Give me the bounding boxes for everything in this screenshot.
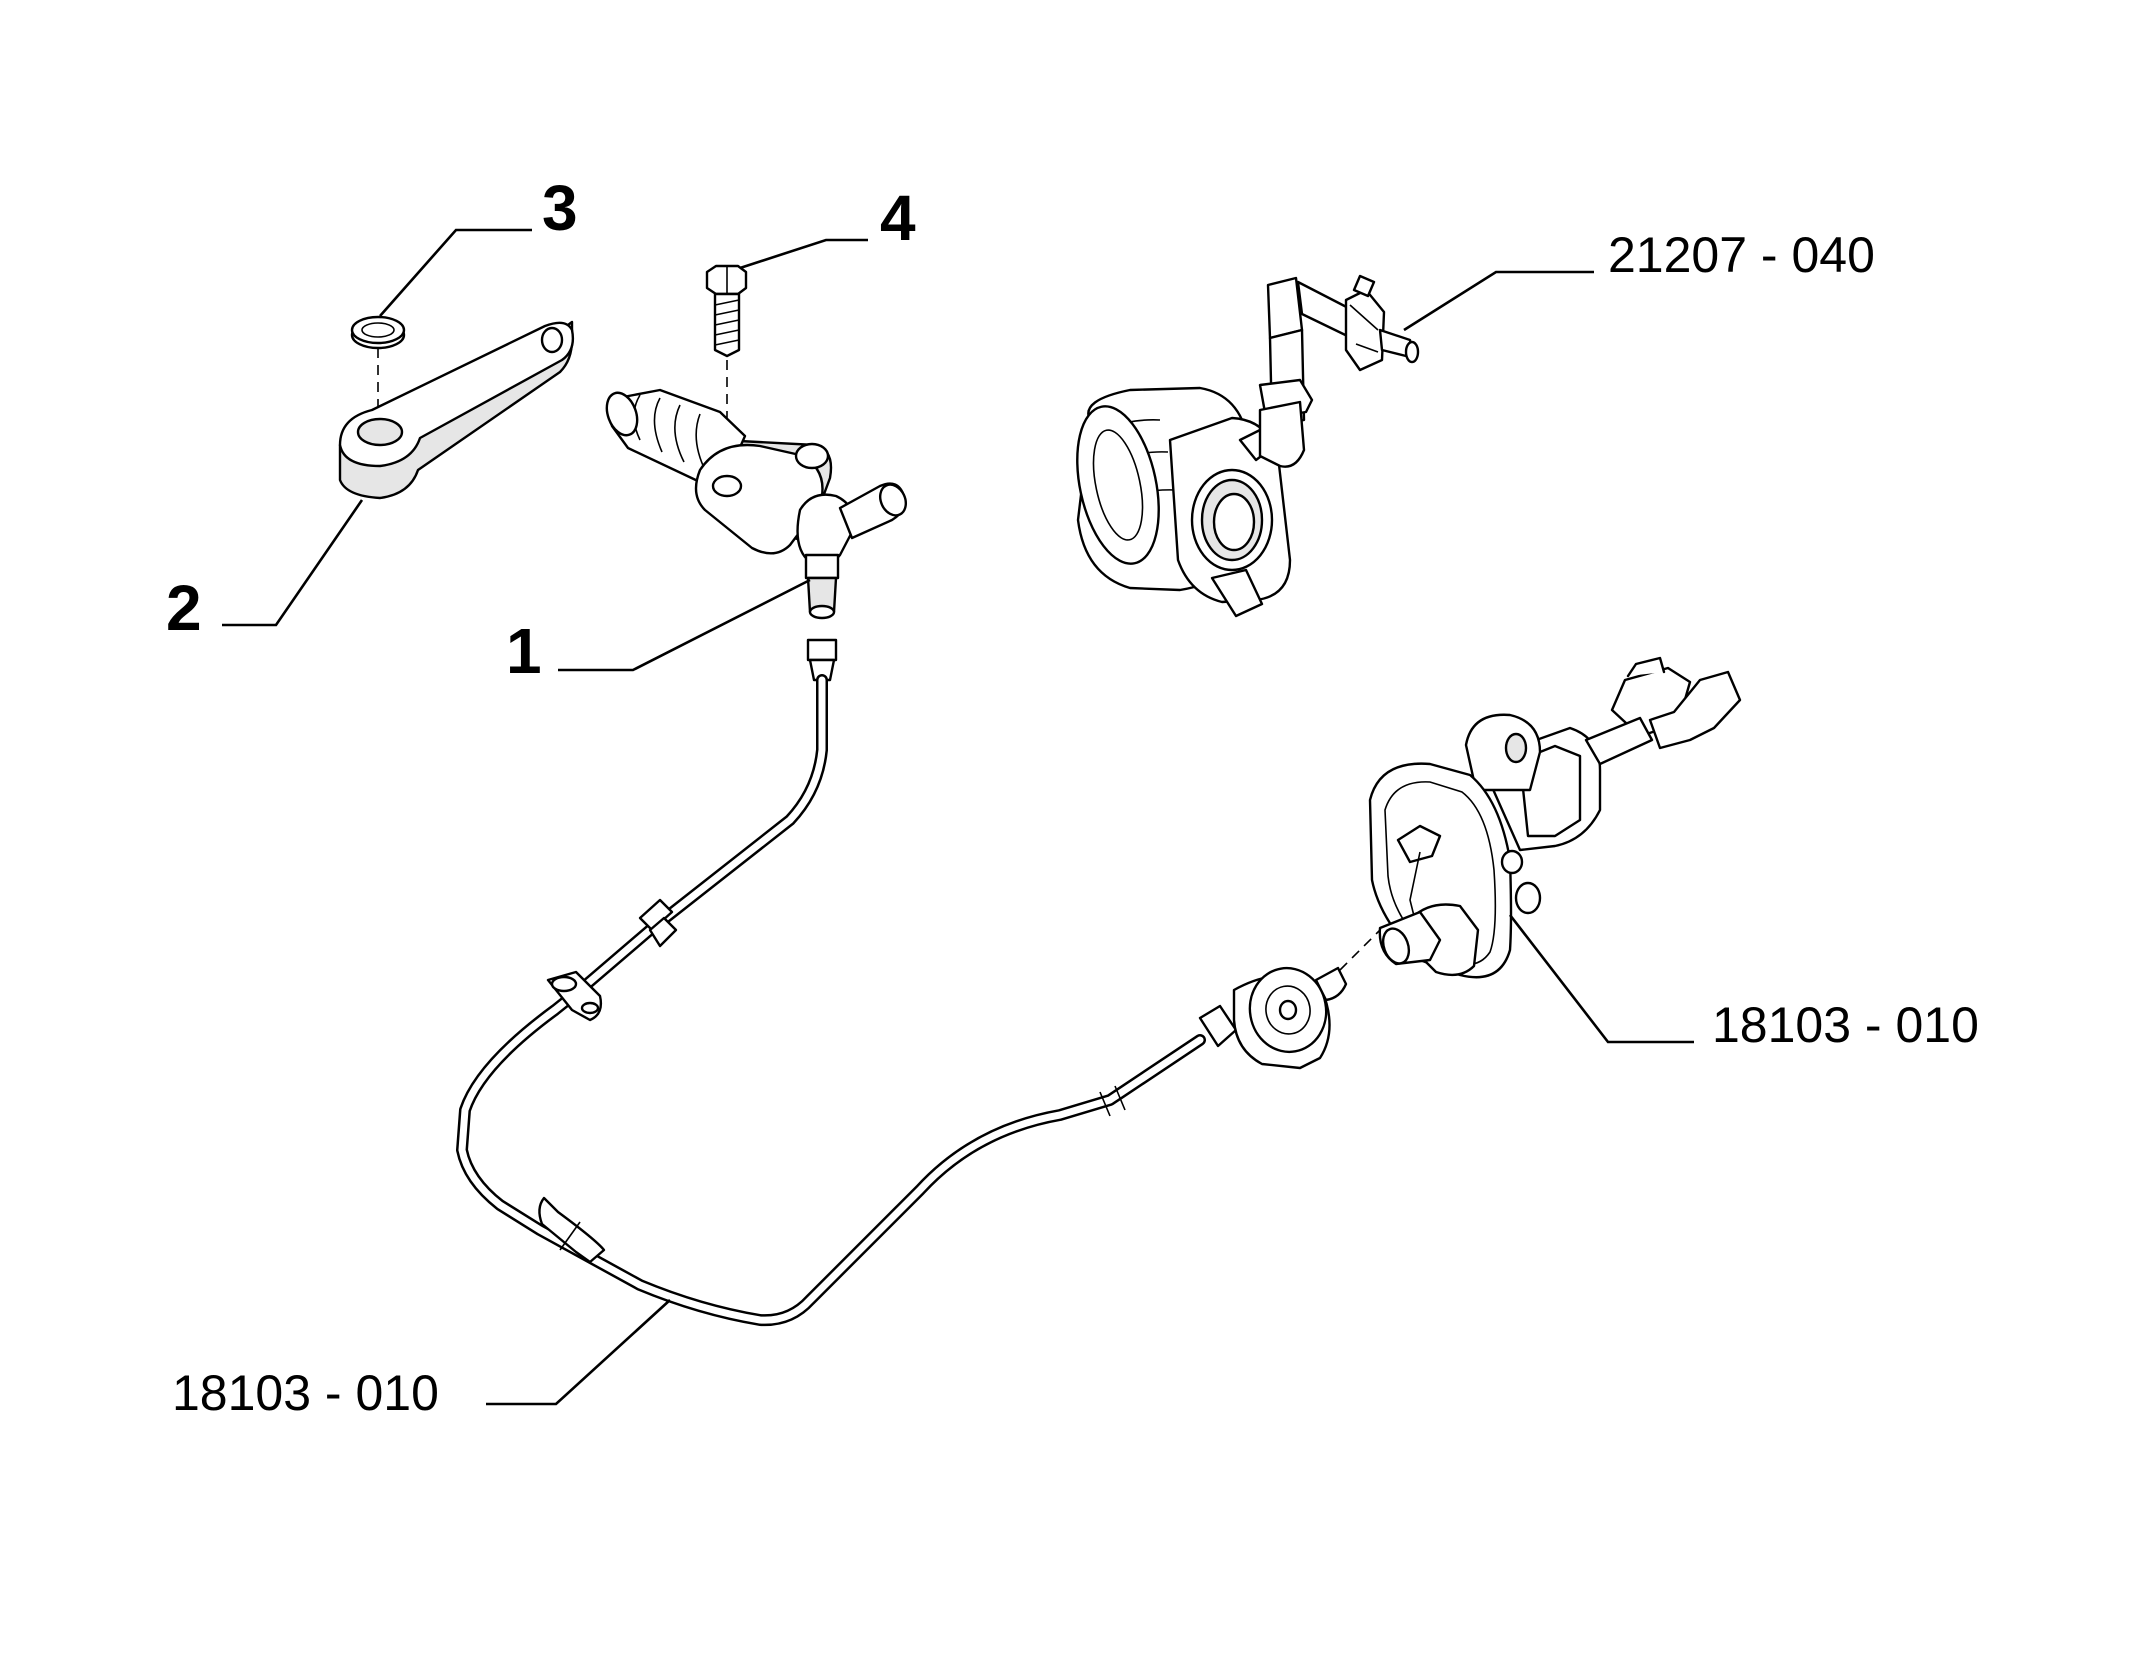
master-cylinder [1368,656,1742,979]
part-2-lever [338,320,575,500]
leader-4 [739,238,868,270]
leader-18103-010-hose [486,1299,671,1406]
leader-1 [558,578,811,672]
leader-18103-010-master [1508,914,1694,1044]
leader-3 [379,228,532,317]
leader-2 [222,499,364,627]
callout-21207-040: 21207 - 040 [1608,227,1875,283]
release-bearing [1076,274,1420,618]
axis-line-master [1339,929,1381,971]
callout-3: 3 [542,172,578,244]
callout-2: 2 [166,572,202,644]
callout-18103-010-hose: 18103 - 010 [172,1365,439,1421]
part-4-bolt [705,264,748,358]
callout-18103-010-master: 18103 - 010 [1712,997,1979,1053]
leader-21207-040 [1403,270,1594,332]
hose-damper [1198,966,1348,1070]
part-3-circlip [350,315,406,350]
callout-4: 4 [880,182,916,254]
hose-pipe-assembly [456,638,1206,1327]
callout-1: 1 [506,615,542,687]
part-1-slave-cylinder [605,388,908,620]
